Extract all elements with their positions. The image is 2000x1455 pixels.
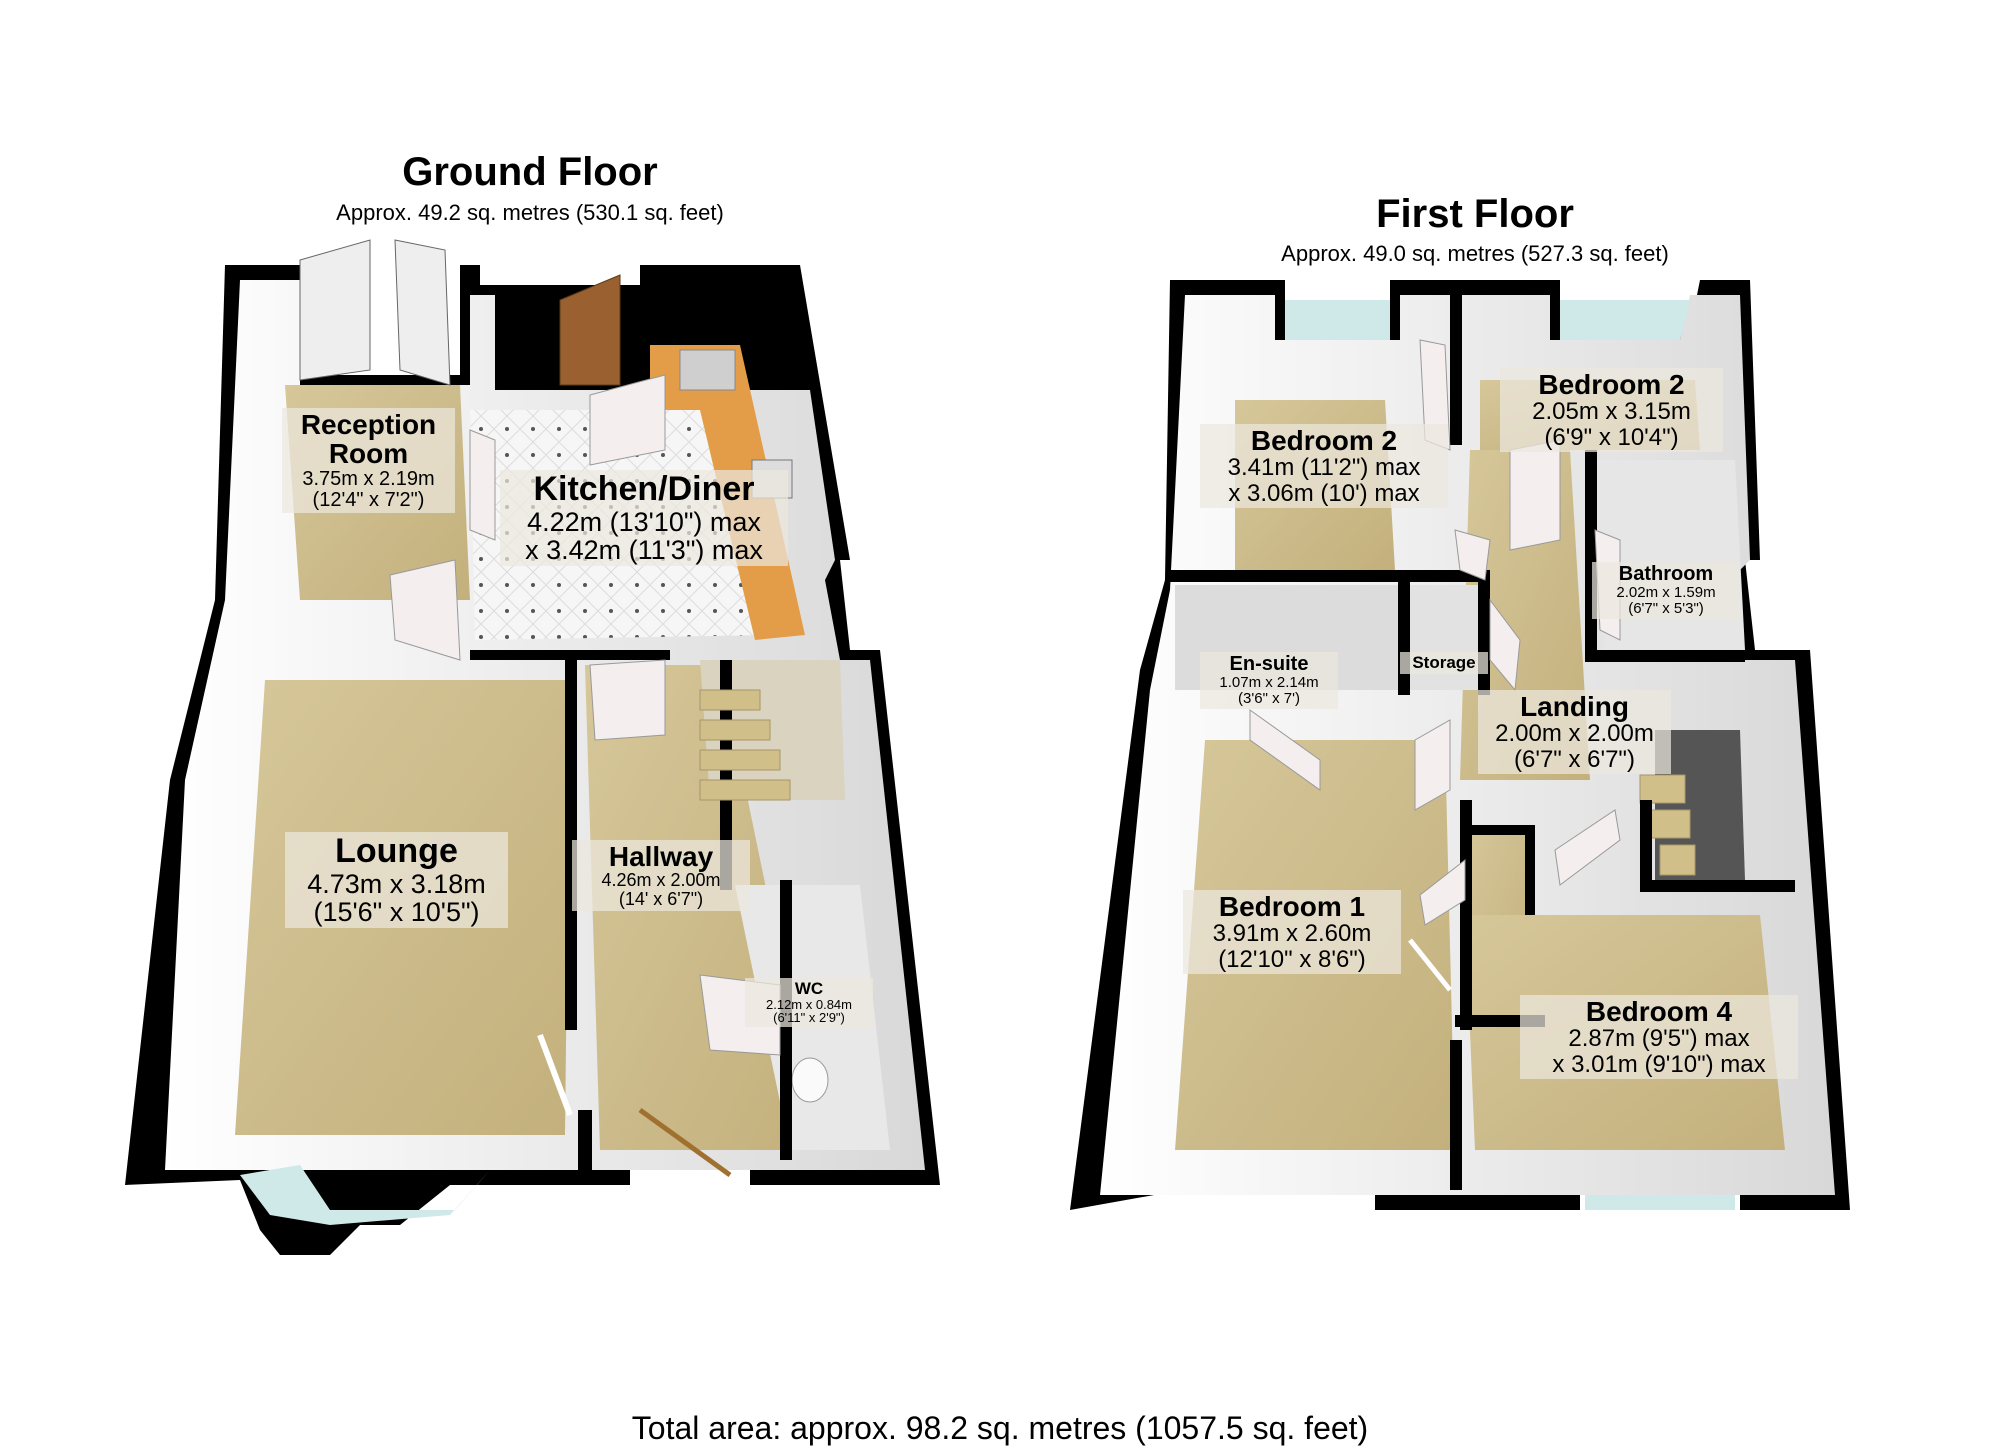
french-door-left bbox=[299, 239, 371, 381]
front-door bbox=[559, 274, 621, 386]
ground-floor-plan bbox=[125, 239, 940, 1255]
room-dims: 3.41m (11'2") max bbox=[1227, 454, 1421, 482]
room-dims-imperial: (6'7" x 6'7") bbox=[1514, 745, 1635, 773]
room-dims: 2.05m x 3.15m bbox=[1532, 398, 1691, 426]
room-name: Bedroom 1 bbox=[1218, 891, 1366, 922]
room-dims: 4.26m x 2.00m bbox=[601, 870, 721, 891]
room-dims: 4.73m x 3.18m bbox=[307, 868, 486, 899]
room-name: Hallway bbox=[608, 841, 714, 872]
room-dims: 1.07m x 2.14m bbox=[1219, 674, 1319, 691]
room-dims: 3.91m x 2.60m bbox=[1212, 920, 1372, 948]
room-label-kitchen: Kitchen/Diner 4.22m (13'10") max x 3.42m… bbox=[500, 470, 788, 567]
room-dims-imperial: (15'6" x 10'5") bbox=[313, 897, 480, 928]
room-label-storage: Storage bbox=[1400, 652, 1488, 674]
room-label-en-suite: En-suite 1.07m x 2.14m (3'6" x 7') bbox=[1200, 652, 1338, 709]
room-dims-imperial: (6'7" x 5'3") bbox=[1628, 599, 1704, 617]
room-dims-imperial: x 3.01m (9'10") max bbox=[1552, 1050, 1766, 1078]
room-name: Reception bbox=[300, 409, 437, 440]
room-dims: 2.02m x 1.59m bbox=[1616, 584, 1716, 601]
hallway-door bbox=[589, 659, 666, 741]
room-label-lounge: Lounge 4.73m x 3.18m (15'6" x 10'5") bbox=[285, 832, 508, 929]
room-dims-imperial: (6'11" x 2'9") bbox=[773, 1010, 845, 1026]
room-name: Kitchen/Diner bbox=[533, 470, 755, 508]
room-name: Landing bbox=[1520, 691, 1629, 722]
room-dims-imperial: (6'9" x 10'4") bbox=[1544, 423, 1679, 451]
first-floor-area: Approx. 49.0 sq. metres (527.3 sq. feet) bbox=[1281, 241, 1669, 266]
ground-floor-title: Ground Floor bbox=[402, 150, 658, 194]
kitchen-door bbox=[589, 374, 666, 466]
room-dims-imperial: (14' x 6'7") bbox=[618, 889, 704, 910]
room-name: En-suite bbox=[1229, 653, 1309, 675]
room-label-reception: Reception Room 3.75m x 2.19m (12'4" x 7'… bbox=[282, 408, 455, 513]
room-dims: 2.12m x 0.84m bbox=[766, 996, 852, 1012]
room-label-bedroom2-right: Bedroom 2 2.05m x 3.15m (6'9" x 10'4") bbox=[1500, 368, 1723, 452]
room-name: Bedroom 4 bbox=[1585, 996, 1733, 1027]
room-dims-imperial: (3'6" x 7') bbox=[1238, 689, 1300, 707]
room-name: Storage bbox=[1412, 653, 1476, 672]
wc-toilet bbox=[791, 1057, 829, 1103]
ground-floor-area: Approx. 49.2 sq. metres (530.1 sq. feet) bbox=[336, 200, 724, 225]
kitchen-side-door bbox=[469, 429, 496, 541]
room-name: WC bbox=[794, 979, 824, 998]
room-name: Bedroom 2 bbox=[1250, 425, 1398, 456]
room-dims-imperial: (12'10" x 8'6") bbox=[1218, 945, 1366, 973]
room-dims: 2.00m x 2.00m bbox=[1495, 720, 1654, 748]
room-name: Bedroom 2 bbox=[1538, 369, 1685, 400]
storage-floor bbox=[1410, 585, 1480, 690]
room-label-wc: WC 2.12m x 0.84m (6'11" x 2'9") bbox=[745, 978, 873, 1028]
french-door-right bbox=[394, 239, 451, 386]
room-label-bathroom: Bathroom 2.02m x 1.59m (6'7" x 5'3") bbox=[1592, 562, 1740, 619]
room-label-bedroom4: Bedroom 4 2.87m (9'5") max x 3.01m (9'10… bbox=[1520, 995, 1798, 1079]
total-area: Total area: approx. 98.2 sq. metres (105… bbox=[631, 1410, 1369, 1446]
room-dims-imperial: x 3.42m (11'3") max bbox=[525, 535, 763, 566]
room-dims: 4.22m (13'10") max bbox=[527, 506, 761, 537]
room-dims: 2.87m (9'5") max bbox=[1568, 1025, 1750, 1053]
room-label-bedroom2-left: Bedroom 2 3.41m (11'2") max x 3.06m (10'… bbox=[1200, 424, 1448, 508]
room-name: Room bbox=[328, 438, 409, 470]
stairwell bbox=[1655, 730, 1745, 880]
kitchen-sink bbox=[679, 349, 736, 391]
room-label-bedroom1: Bedroom 1 3.91m x 2.60m (12'10" x 8'6") bbox=[1183, 890, 1401, 974]
room-label-hallway: Hallway 4.26m x 2.00m (14' x 6'7") bbox=[572, 840, 750, 912]
room-name: Lounge bbox=[335, 832, 458, 870]
room-dims-imperial: (12'4" x 7'2") bbox=[312, 488, 425, 511]
first-floor-title: First Floor bbox=[1376, 192, 1574, 236]
room-dims: 3.75m x 2.19m bbox=[302, 467, 435, 490]
room-name: Bathroom bbox=[1618, 563, 1714, 585]
room-dims-imperial: x 3.06m (10') max bbox=[1228, 479, 1420, 507]
room-label-landing: Landing 2.00m x 2.00m (6'7" x 6'7") bbox=[1478, 690, 1671, 774]
lounge-door bbox=[389, 559, 461, 661]
